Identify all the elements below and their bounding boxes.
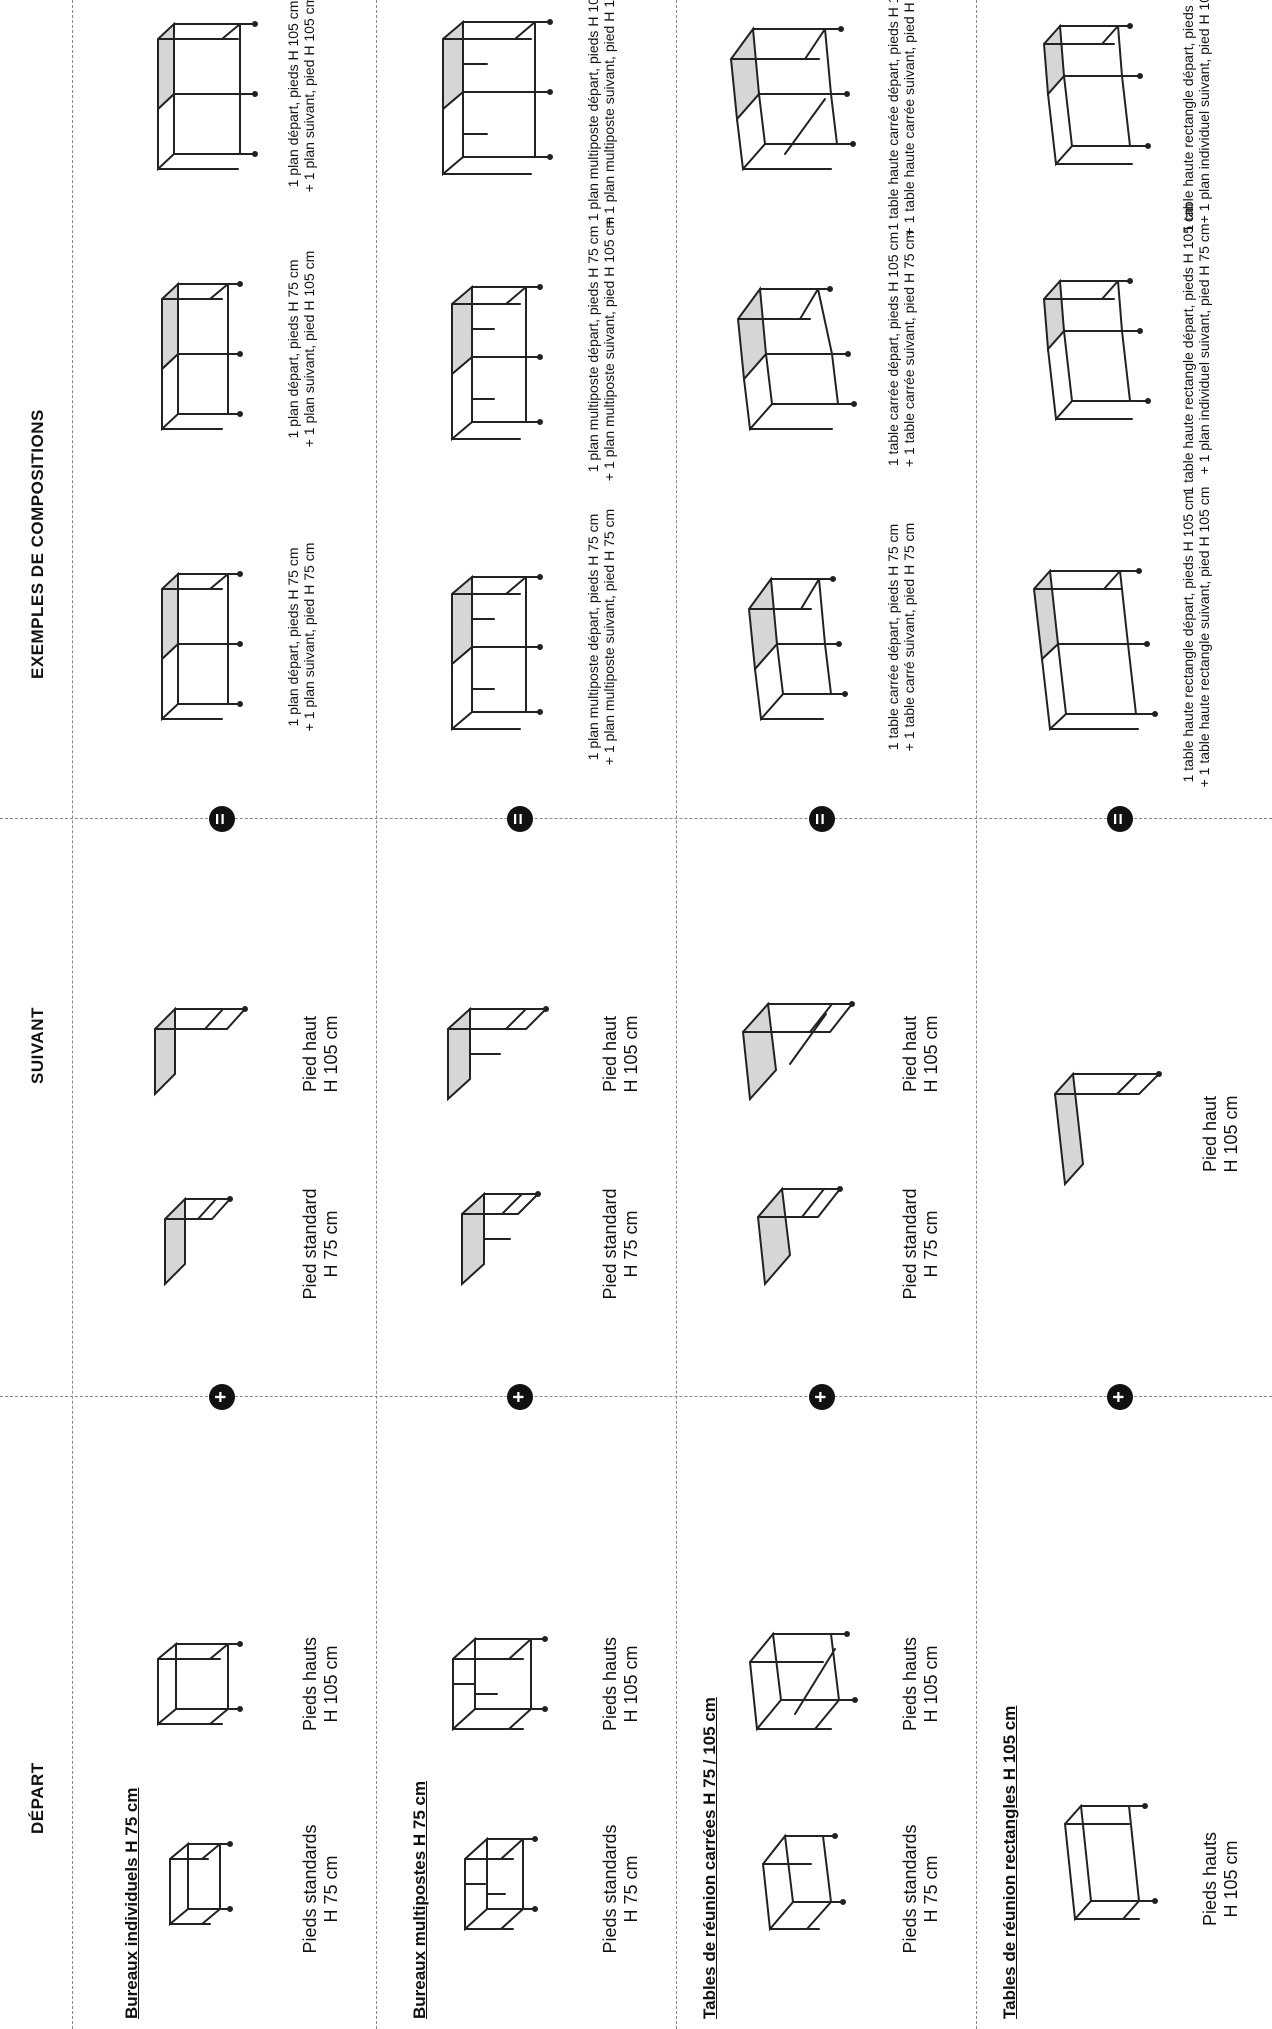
row-2-composition-3-caption: 1 plan multiposte départ, pieds H 105 cm… [585,0,617,226]
row-1-composition-2-figure [140,269,265,439]
row-4-category: Tables de réunion rectangles H 105 cm [1000,1706,1020,2019]
row-4-composition-3-figure [1030,14,1160,174]
row-divider-3 [976,0,977,2029]
row-3-depart-high-figure [735,1619,865,1744]
row-1-composition-1-figure [140,559,265,729]
row-1-composition-3-caption: 1 plan départ, pieds H 105 cm+ 1 plan su… [285,0,317,192]
row-3-plus-icon: + [809,1384,835,1410]
row-3-composition-1-caption: 1 table carrée départ, pieds H 75 cm+ 1 … [885,523,917,751]
row-3-composition-2-caption: 1 table carrée départ, pieds H 105 cm+ 1… [885,231,917,467]
row-4-composition-1-caption: 1 table haute rectangle départ, pieds H … [1180,487,1212,788]
row-3-composition-2-figure [730,269,865,439]
row-3-composition-1-figure [735,559,865,729]
row-3-equals-icon: = [809,806,835,832]
row-1-composition-3-figure [140,9,265,179]
header-exemples: EXEMPLES DE COMPOSITIONS [28,409,48,679]
column-divider-2 [0,818,1272,819]
row-4-composition-2-caption: 1 table haute rectangle départ, pieds H … [1180,203,1212,494]
row-2-composition-2-figure [430,269,565,449]
row-2-suivant-high-figure [430,994,555,1114]
row-4-composition-3-caption: 1 table haute rectangle départ, pieds 10… [1180,0,1212,233]
row-1-suivant-standard-figure [140,1189,250,1299]
header-suivant: SUIVANT [28,1007,48,1084]
row-2-equals-icon: = [507,806,533,832]
header-divider [72,0,73,2029]
column-divider-1 [0,1396,1272,1397]
row-2-category: Bureaux multipostes H 75 cm [410,1781,430,2019]
row-4-composition-1-figure [1020,559,1170,739]
row-1-depart-high-figure [140,1634,250,1744]
row-2-suivant-standard-figure [440,1179,550,1299]
row-4-suivant-high-figure [1035,1064,1170,1194]
row-3-suivant-high-figure [730,989,865,1114]
row-divider-2 [676,0,677,2029]
row-4-depart-high-figure [1045,1794,1165,1934]
row-1-depart-standard-figure [150,1834,240,1944]
row-3-category: Tables de réunion carrées H 75 / 105 cm [700,1697,720,2019]
header-depart: DÉPART [28,1762,48,1834]
row-3-suivant-standard-figure [740,1174,855,1299]
row-1-suivant-high-figure [135,999,255,1109]
row-2-depart-high-figure [435,1624,555,1744]
row-1-plus-icon: + [209,1384,235,1410]
row-2-composition-2-caption: 1 plan multiposte départ, pieds H 75 cm+… [585,217,617,481]
row-3-depart-standard-figure [745,1824,855,1944]
row-4-composition-2-figure [1030,269,1160,429]
row-1-equals-icon: = [209,806,235,832]
row-2-plus-icon: + [507,1384,533,1410]
row-3-composition-3-figure [725,9,865,179]
row-3-composition-3-caption: 1 table haute carrée départ, pieds H 105… [885,0,917,235]
row-1-composition-1-caption: 1 plan départ, pieds H 75 cm+ 1 plan sui… [285,543,317,732]
row-divider-1 [376,0,377,2029]
row-2-depart-standard-figure [445,1824,545,1944]
row-2-composition-1-figure [430,559,565,739]
row-2-composition-1-caption: 1 plan multiposte départ, pieds H 75 cm+… [585,509,617,765]
row-2-composition-3-figure [425,4,565,184]
row-1-category: Bureaux individuels H 75 cm [122,1788,142,2019]
row-4-plus-icon: + [1107,1384,1133,1410]
row-1-composition-2-caption: 1 plan départ, pieds H 75 cm+ 1 plan sui… [285,251,317,448]
row-4-equals-icon: = [1107,806,1133,832]
